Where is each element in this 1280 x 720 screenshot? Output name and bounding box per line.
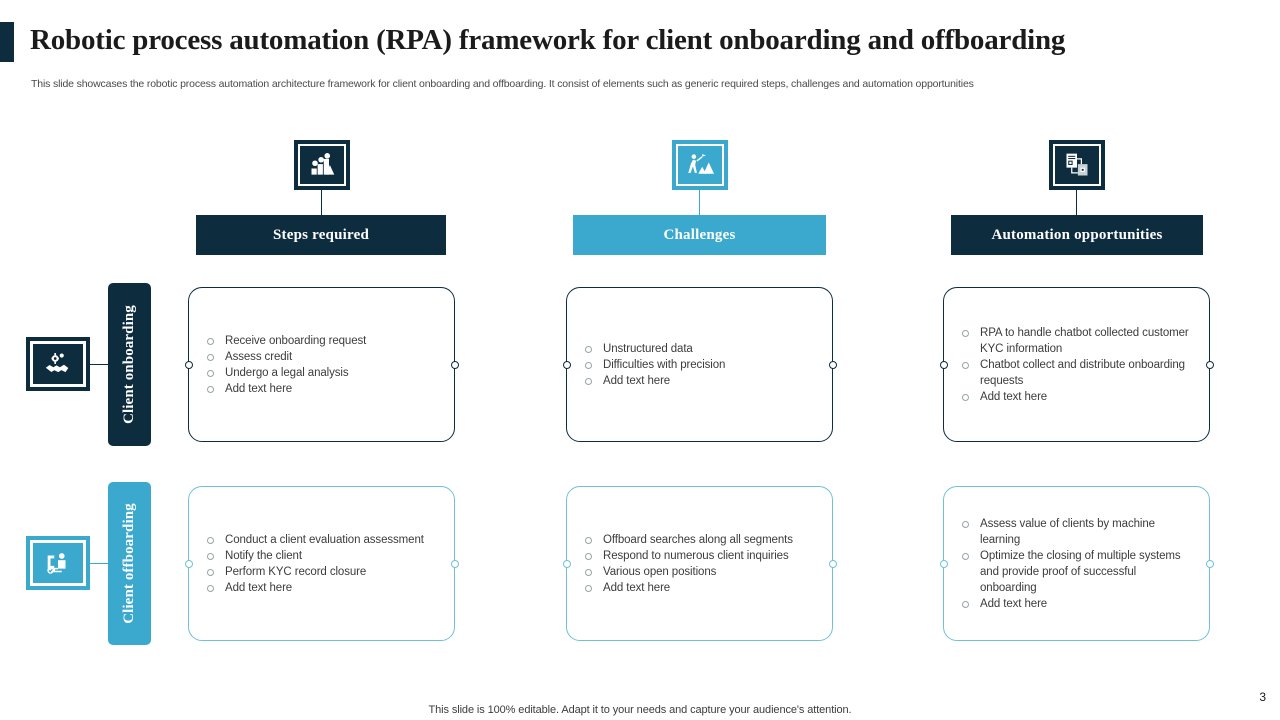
card-bullet-item: Offboard searches along all segments	[583, 532, 818, 548]
title-accent-bar	[0, 22, 14, 62]
column-connector-challenges	[699, 190, 700, 215]
card-bullet-item: Receive onboarding request	[205, 333, 440, 349]
connector-dot-right	[1205, 559, 1214, 568]
column-header-label: Automation opportunities	[991, 226, 1163, 243]
card-bullet-item: Various open positions	[583, 564, 818, 580]
card-bullet-item: Add text here	[205, 580, 440, 596]
row-label-text: Client onboarding	[121, 305, 137, 424]
page-number: 3	[1259, 690, 1266, 704]
column-header-automation-opportunities[interactable]: Automation opportunities	[951, 215, 1203, 255]
card-bullet-item: Unstructured data	[583, 341, 818, 357]
connector-dot-right	[828, 360, 837, 369]
row-connector-client-offboarding	[90, 563, 108, 564]
card-bullet-item: Undergo a legal analysis	[205, 365, 440, 381]
card-onboarding-automation-opportunities[interactable]: RPA to handle chatbot collected customer…	[939, 287, 1214, 442]
mountain-climber-icon	[672, 140, 728, 190]
card-bullet-item: Add text here	[583, 373, 818, 389]
card-bullet-item: Add text here	[205, 381, 440, 397]
card-bullet-item: RPA to handle chatbot collected customer…	[960, 325, 1195, 357]
connector-dot-left	[562, 559, 571, 568]
card-bullet-item: Add text here	[583, 580, 818, 596]
steps-chart-icon	[294, 140, 350, 190]
page-subtitle: This slide showcases the robotic process…	[31, 78, 974, 90]
card-bullet-item: Conduct a client evaluation assessment	[205, 532, 440, 548]
page-title: Robotic process automation (RPA) framewo…	[30, 24, 1066, 56]
card-offboarding-automation-opportunities[interactable]: Assess value of clients by machine learn…	[939, 486, 1214, 641]
connector-dot-left	[939, 559, 948, 568]
handshake-gear-icon	[26, 337, 90, 391]
row-connector-client-onboarding	[90, 364, 108, 365]
row-label-client-onboarding[interactable]: Client onboarding	[108, 283, 151, 446]
column-header-label: Steps required	[272, 226, 369, 243]
card-bullet-item: Perform KYC record closure	[205, 564, 440, 580]
column-header-challenges[interactable]: Challenges	[573, 215, 826, 255]
card-bullet-item: Optimize the closing of multiple systems…	[960, 548, 1195, 596]
workflow-exit-icon	[26, 536, 90, 590]
connector-dot-left	[184, 559, 193, 568]
column-connector-steps-required	[321, 190, 322, 215]
connector-dot-left	[184, 360, 193, 369]
card-bullet-item: Chatbot collect and distribute onboardin…	[960, 357, 1195, 389]
footer-note: This slide is 100% editable. Adapt it to…	[428, 704, 852, 716]
card-bullet-list: Assess value of clients by machine learn…	[944, 516, 1209, 612]
column-header-label: Challenges	[663, 226, 736, 243]
card-bullet-item: Difficulties with precision	[583, 357, 818, 373]
connector-dot-right	[1205, 360, 1214, 369]
card-bullet-item: Notify the client	[205, 548, 440, 564]
connector-dot-right	[828, 559, 837, 568]
document-automation-icon	[1049, 140, 1105, 190]
card-bullet-item: Assess value of clients by machine learn…	[960, 516, 1195, 548]
connector-dot-right	[450, 360, 459, 369]
row-label-client-offboarding[interactable]: Client offboarding	[108, 482, 151, 645]
connector-dot-left	[939, 360, 948, 369]
card-bullet-item: Assess credit	[205, 349, 440, 365]
card-bullet-item: Add text here	[960, 389, 1195, 405]
card-bullet-item: Respond to numerous client inquiries	[583, 548, 818, 564]
column-connector-automation-opportunities	[1076, 190, 1077, 215]
card-bullet-item: Add text here	[960, 596, 1195, 612]
row-label-text: Client offboarding	[121, 503, 137, 624]
column-header-steps-required[interactable]: Steps required	[196, 215, 446, 255]
connector-dot-left	[562, 360, 571, 369]
card-bullet-list: RPA to handle chatbot collected customer…	[944, 325, 1209, 405]
connector-dot-right	[450, 559, 459, 568]
